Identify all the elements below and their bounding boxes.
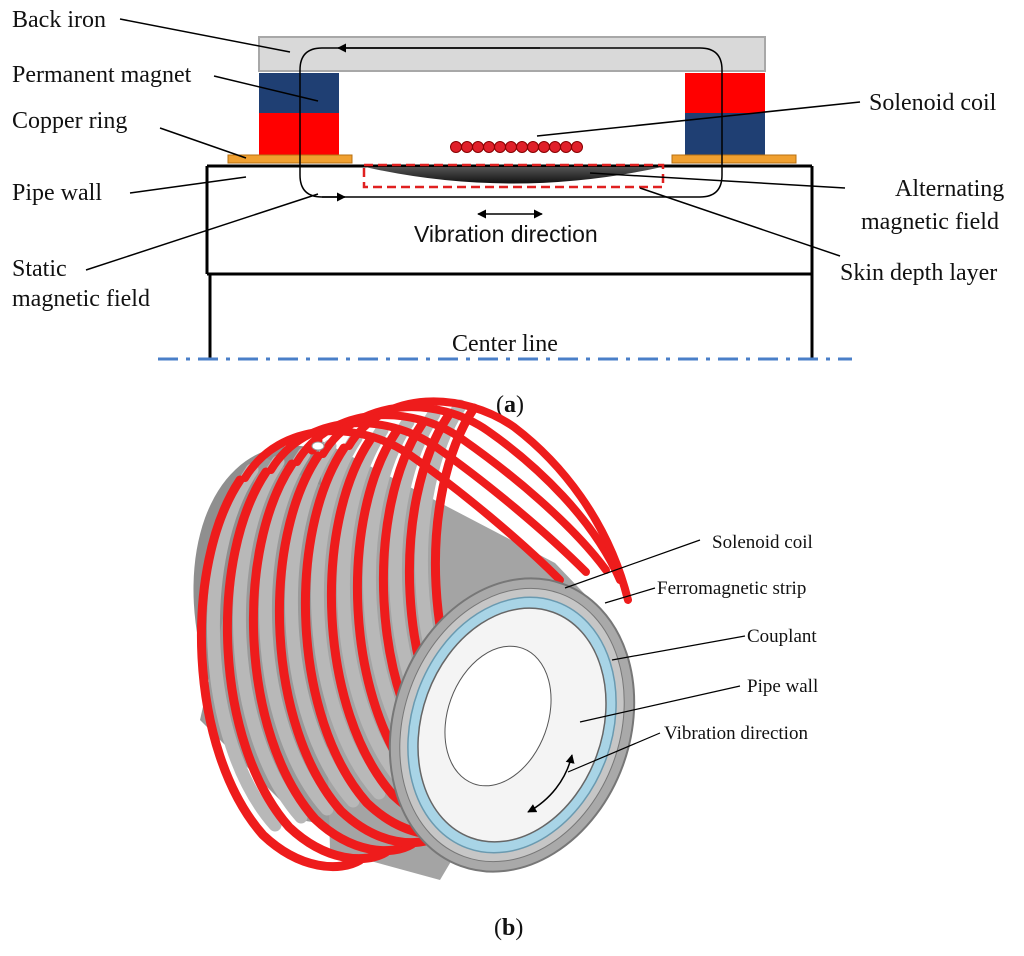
skin-depth-label: Skin depth layer: [840, 260, 997, 286]
panel-a-leaders: [85, 18, 861, 271]
center-line-label: Center line: [452, 331, 558, 357]
pipe-wall-label-a: Pipe wall: [12, 180, 102, 206]
alternating-field-label-1: Alternating: [895, 176, 1004, 202]
solenoid-coil-a: [450, 141, 583, 153]
right-copper-ring: [671, 154, 797, 164]
vibration-direction-label-a: Vibration direction: [414, 221, 598, 247]
right-magnet-blue: [685, 113, 765, 155]
caption-b: (b): [494, 915, 523, 941]
static-field-label-2: magnetic field: [12, 286, 150, 312]
skin-depth-layer: [365, 167, 662, 184]
couplant-label: Couplant: [747, 626, 817, 647]
panel-b-leaders: [564, 539, 746, 773]
vibration-direction-label-b: Vibration direction: [664, 723, 808, 744]
vibration-arrow-b: [527, 754, 575, 813]
static-field-label-1: Static: [12, 256, 67, 282]
panel-a: Vibration direction Back iron Permanent …: [12, 7, 1004, 418]
static-field-loop: [299, 47, 723, 198]
pipe-bore: [444, 645, 552, 787]
copper-ring-label: Copper ring: [12, 108, 127, 134]
solenoid-coil-label-b: Solenoid coil: [712, 532, 813, 553]
left-magnet-blue: [259, 73, 339, 113]
pipe-wall-label-b: Pipe wall: [747, 676, 818, 697]
left-magnet-red: [259, 113, 339, 155]
panel-b: Solenoid coil Ferromagnetic strip Coupla…: [193, 397, 818, 941]
back-iron-label: Back iron: [12, 7, 106, 33]
alternating-field-label-2: magnetic field: [861, 209, 999, 235]
left-copper-ring: [227, 154, 353, 164]
solenoid-coil-label-a: Solenoid coil: [869, 90, 997, 116]
back-iron: [258, 36, 766, 72]
permanent-magnet-label: Permanent magnet: [12, 62, 192, 88]
right-magnet-red: [685, 73, 765, 113]
ferromagnetic-strip-label: Ferromagnetic strip: [657, 578, 806, 599]
skin-depth-box: [362, 163, 665, 189]
caption-a: (a): [496, 392, 524, 418]
pipe-wall-outline: [205, 164, 814, 358]
